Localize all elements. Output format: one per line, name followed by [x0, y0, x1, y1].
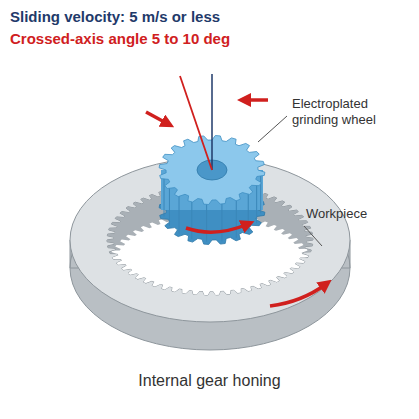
tool-axis — [180, 76, 212, 170]
caption: Internal gear honing — [0, 372, 419, 390]
part-label: Electroplated grinding wheel — [292, 96, 410, 129]
leader-line — [258, 116, 287, 142]
gear-axis — [211, 74, 213, 170]
rotation-arrow — [186, 224, 248, 232]
leader-line — [304, 226, 322, 246]
part-label: Workpiece — [306, 206, 406, 222]
tilt-arrow — [146, 112, 168, 124]
rotation-arrow — [270, 284, 326, 306]
tilt-arrow — [244, 98, 268, 102]
spec-note: Sliding velocity: 5 m/s or less — [10, 8, 310, 27]
spec-note: Crossed-axis angle 5 to 10 deg — [10, 30, 310, 49]
